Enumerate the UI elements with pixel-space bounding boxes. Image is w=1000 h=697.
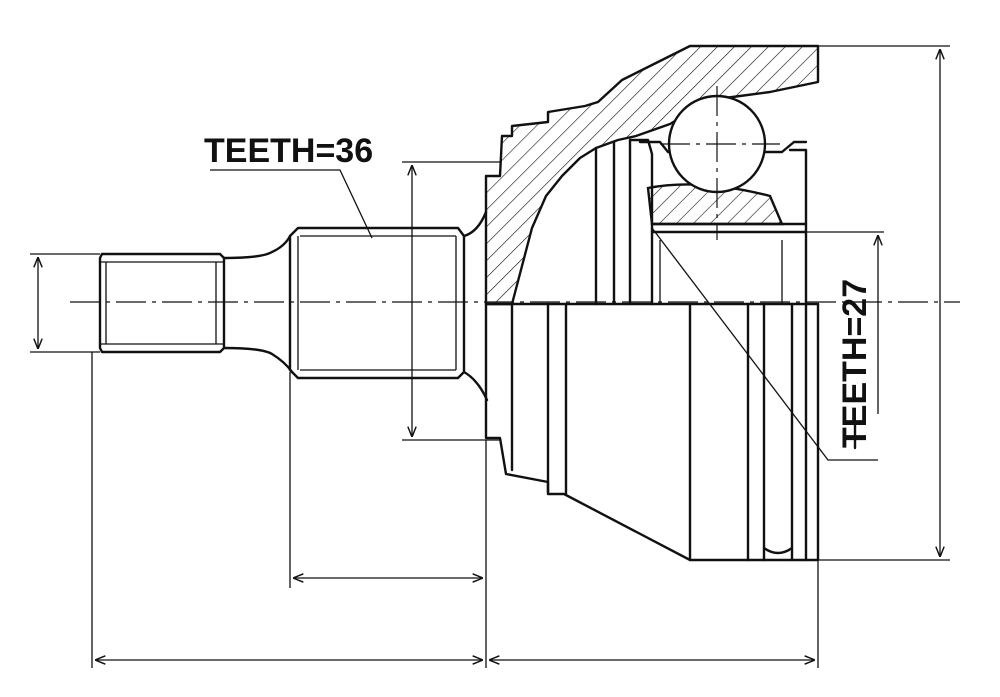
housing-bell <box>484 302 820 562</box>
dimensions <box>30 45 950 668</box>
bearing-ball <box>660 86 780 240</box>
splined-shaft <box>288 226 466 380</box>
leader-teeth-27 <box>651 227 878 461</box>
label-teeth-27: TEETH=27 <box>836 279 874 448</box>
housing-section <box>484 44 820 306</box>
shaft-fillet <box>462 210 489 402</box>
shaft-neck <box>222 234 294 374</box>
threaded-stub <box>98 252 226 354</box>
leader-teeth-36 <box>210 169 373 239</box>
label-teeth-36: TEETH=36 <box>204 132 373 170</box>
